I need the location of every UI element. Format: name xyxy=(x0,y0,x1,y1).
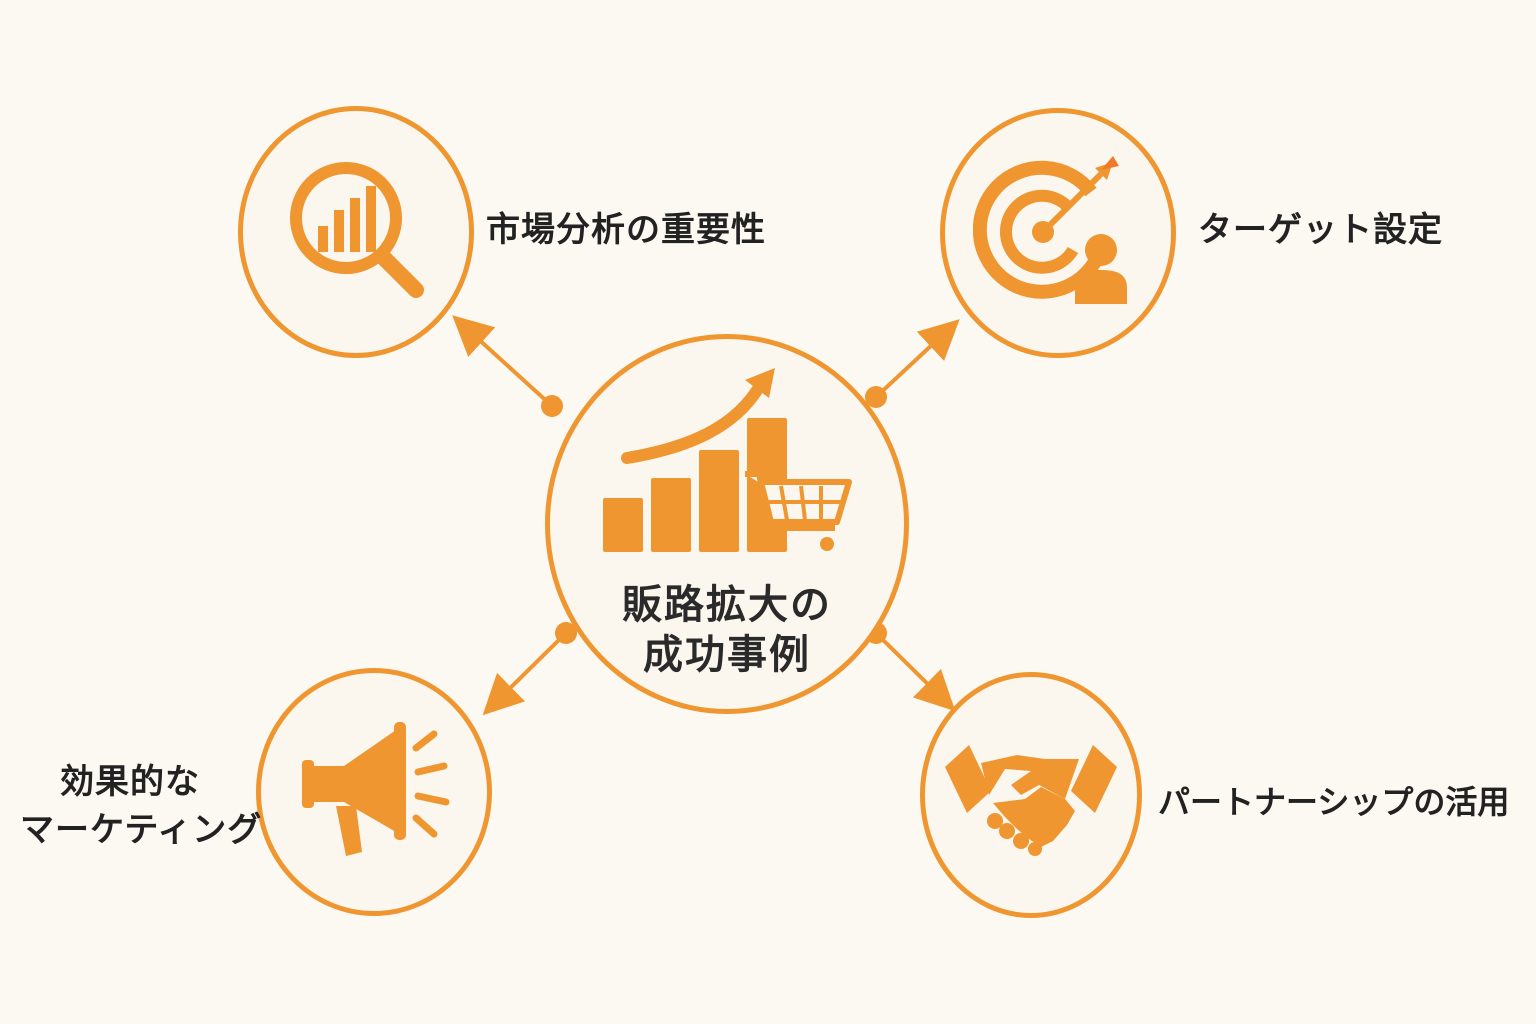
connector-effective-marketing xyxy=(482,631,568,716)
target-person-icon xyxy=(973,156,1127,304)
node-partnership xyxy=(920,672,1142,918)
megaphone-icon xyxy=(302,722,450,856)
center-node: 販路拡大の 成功事例 xyxy=(545,334,909,714)
connector-partnership xyxy=(874,631,956,712)
node-target-setting xyxy=(940,108,1176,358)
handshake-icon xyxy=(945,745,1117,856)
growth-chart-cart-icon xyxy=(603,368,852,552)
node-effective-marketing xyxy=(256,668,492,916)
connector-target-setting xyxy=(874,319,960,399)
center-title-line2: 成功事例 xyxy=(643,632,811,678)
label-market-analysis: 市場分析の重要性 xyxy=(486,210,766,250)
connector-dot-effective-marketing xyxy=(555,622,577,644)
magnifier-chart-icon xyxy=(290,162,424,298)
connector-market-analysis xyxy=(452,315,554,408)
label-effective-marketing-line2: マーケティング xyxy=(20,810,263,850)
label-partnership: パートナーシップの活用 xyxy=(1158,783,1510,821)
node-market-analysis xyxy=(238,106,474,358)
label-target-setting: ターゲット設定 xyxy=(1198,210,1443,250)
connector-dot-target-setting xyxy=(865,386,887,408)
center-title-line1: 販路拡大の xyxy=(622,582,832,628)
connector-dot-market-analysis xyxy=(541,395,563,417)
label-effective-marketing-line1: 効果的な xyxy=(60,762,200,802)
